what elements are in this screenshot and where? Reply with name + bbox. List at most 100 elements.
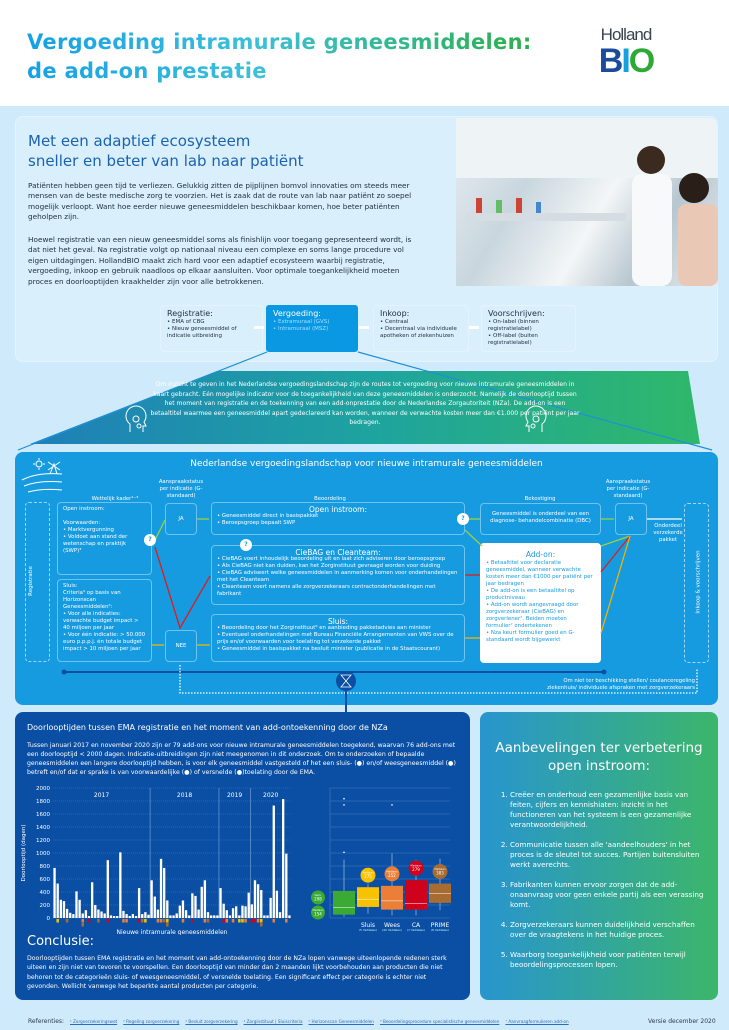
flow-item: Nieuw geneesmiddel of indicatie uitbreid…	[167, 326, 256, 340]
y-tick-label: 1600	[36, 812, 50, 818]
bar	[87, 916, 91, 918]
y-tick-label: 400	[40, 890, 51, 896]
lab-photo-illustration	[456, 118, 718, 286]
reference-link[interactable]: ² Regeling zorgverzekering	[123, 1019, 180, 1024]
category-marker-ca	[253, 919, 257, 923]
bar	[256, 884, 260, 918]
flow-arrow	[359, 326, 369, 329]
lab-photo	[456, 118, 718, 286]
flow-title: Inkoop:	[380, 309, 410, 318]
outlier	[343, 851, 345, 854]
median-circle-value: 275	[364, 874, 372, 879]
reference-link[interactable]: ⁶ Beoordelingsprocedure specialistische …	[379, 1019, 500, 1024]
flow-item: On-label (binnen registratielabel)	[488, 319, 569, 333]
category-marker-sluis	[259, 919, 263, 923]
logo-o: O	[628, 42, 655, 80]
landscape-title: Nederlandse vergoedingslandschap voor ni…	[190, 459, 543, 469]
category-marker-ca	[87, 919, 91, 923]
y-tick-label: 1400	[36, 825, 50, 831]
box	[405, 880, 427, 910]
bar	[238, 915, 241, 918]
reference-link[interactable]: ⁴ Zorginstituut | Sluiscriteria	[243, 1019, 303, 1024]
bar	[128, 916, 131, 918]
intro-paragraph-2: Hoewel registratie van een nieuw geneesm…	[28, 235, 412, 286]
bar	[200, 886, 203, 918]
vergoedingslandschap-panel: Nederlandse vergoedingslandschap voor ni…	[15, 452, 718, 705]
median-circle	[432, 864, 448, 880]
recommendations-panel: Aanbevelingen ter verbetering open instr…	[480, 712, 718, 1000]
bar	[62, 901, 66, 918]
category-marker-prime	[140, 919, 144, 923]
bar	[159, 858, 163, 918]
bar	[188, 915, 191, 918]
bar	[65, 908, 69, 918]
flow-item: Centraal	[380, 319, 462, 326]
reference-link[interactable]: ⁷ Aanvraagformulieren add-on	[505, 1019, 569, 1024]
y-tick-label: 2000	[36, 786, 50, 792]
category-marker-ca	[137, 919, 141, 923]
summary-value: 298	[314, 897, 322, 902]
y-tick-label: 1200	[36, 838, 50, 844]
category-marker-wees	[244, 919, 247, 923]
box-category-label: Sluis	[361, 922, 375, 929]
bar	[225, 910, 228, 918]
median-circle-label: Mediaan	[386, 869, 397, 873]
bar	[150, 880, 153, 918]
flow-item: Decentraal via individuele apotheken of …	[380, 326, 462, 340]
y-tick-label: 1800	[36, 799, 50, 805]
category-marker-wees	[203, 919, 207, 923]
intro-paragraph-1: Patiënten hebben geen tijd te verliezen.…	[28, 181, 412, 222]
flow-item: Extramuraal (GVS)	[273, 319, 351, 326]
trapezoid-fill	[30, 371, 700, 444]
box-category-sub: (7 middelen)	[407, 928, 425, 932]
box	[429, 883, 451, 903]
logo-b: B	[598, 42, 624, 80]
box	[381, 885, 403, 910]
category-marker-prime	[65, 919, 69, 923]
bar	[56, 883, 59, 918]
reference-link[interactable]: ³ Besluit zorgverzekering	[185, 1019, 238, 1024]
flow-item: Off-label (buiten registratielabel)	[488, 333, 569, 347]
y-tick-label: 800	[40, 864, 51, 870]
reference-link[interactable]: ¹ Zorgverzekeringswet	[70, 1019, 118, 1024]
hollandbio-logo: Holland BIO	[596, 26, 656, 84]
category-marker-ca	[191, 919, 194, 923]
flow-title: Registratie:	[167, 309, 213, 318]
x-axis-label: Nieuwe intramurale geneesmiddelen	[117, 929, 228, 935]
trapezoid	[17, 351, 713, 451]
bar	[100, 911, 103, 918]
bar	[228, 915, 232, 918]
bar	[178, 905, 181, 918]
bar	[94, 905, 97, 918]
bar	[175, 913, 178, 918]
median-circle-label: Mediaan	[434, 867, 445, 871]
category-marker-ca	[106, 919, 110, 923]
bar	[156, 909, 160, 918]
bar	[103, 913, 106, 918]
group-label: 2020	[263, 792, 278, 799]
reference-link[interactable]: ⁵ Horizonscan Geneesmiddelen	[308, 1019, 374, 1024]
references-label: Referenties:	[28, 1018, 65, 1025]
flow-voorschrijven: Voorschrijven: On-label (binnen registra…	[481, 305, 576, 352]
category-marker-prime	[81, 923, 85, 927]
bar	[235, 906, 238, 918]
category-marker-wees	[159, 919, 163, 923]
bar	[181, 900, 185, 918]
bar	[69, 912, 72, 918]
recommendation-item: Zorgverzekeraars kunnen duidelijkheid ve…	[510, 920, 708, 940]
median-circle-value: 279	[412, 867, 420, 872]
chart-section-title: Doorlooptijden tussen EMA registratie en…	[27, 723, 388, 732]
box	[357, 887, 379, 907]
category-marker-wees	[122, 919, 125, 923]
bar	[184, 910, 188, 918]
median-circle	[360, 867, 376, 883]
bar	[282, 799, 285, 918]
trapezoid-text: Om inzicht te geven in het Nederlandse v…	[150, 381, 580, 427]
bar	[90, 882, 94, 918]
conclusion-title: Conclusie:	[27, 934, 95, 949]
category-marker-prime	[166, 923, 169, 927]
category-marker-wees	[272, 919, 276, 923]
flow-arrow	[469, 326, 479, 329]
recommendations-list: Creëer en onderhoud een gezamenlijke bas…	[498, 790, 708, 980]
bar	[59, 899, 62, 918]
